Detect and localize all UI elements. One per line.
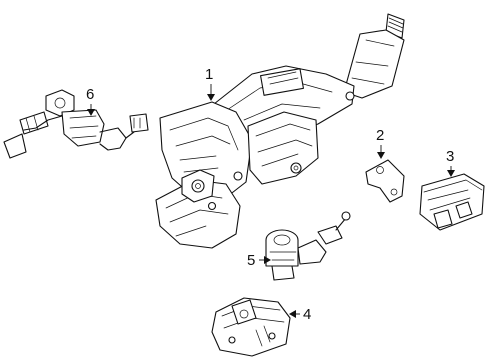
callout-label-2: 2 [376,127,384,144]
callout-3: 3 [446,148,455,177]
part-1-steering-column [155,13,405,249]
part-5-lock-actuator [265,211,351,281]
part-4-module-assembly [211,297,291,357]
part-3-control-module [419,173,485,231]
callout-5: 5 [247,252,271,269]
callout-label-1: 1 [205,66,213,83]
callout-2: 2 [376,127,385,159]
callout-6: 6 [86,86,95,116]
part-6-harness-sensor [3,89,149,159]
callout-label-6: 6 [86,86,94,103]
callout-label-5: 5 [247,252,255,269]
callout-label-4: 4 [303,306,311,323]
callout-4: 4 [289,306,311,323]
callout-1: 1 [205,66,215,101]
callout-label-3: 3 [446,148,454,165]
part-2-bracket [365,159,405,203]
